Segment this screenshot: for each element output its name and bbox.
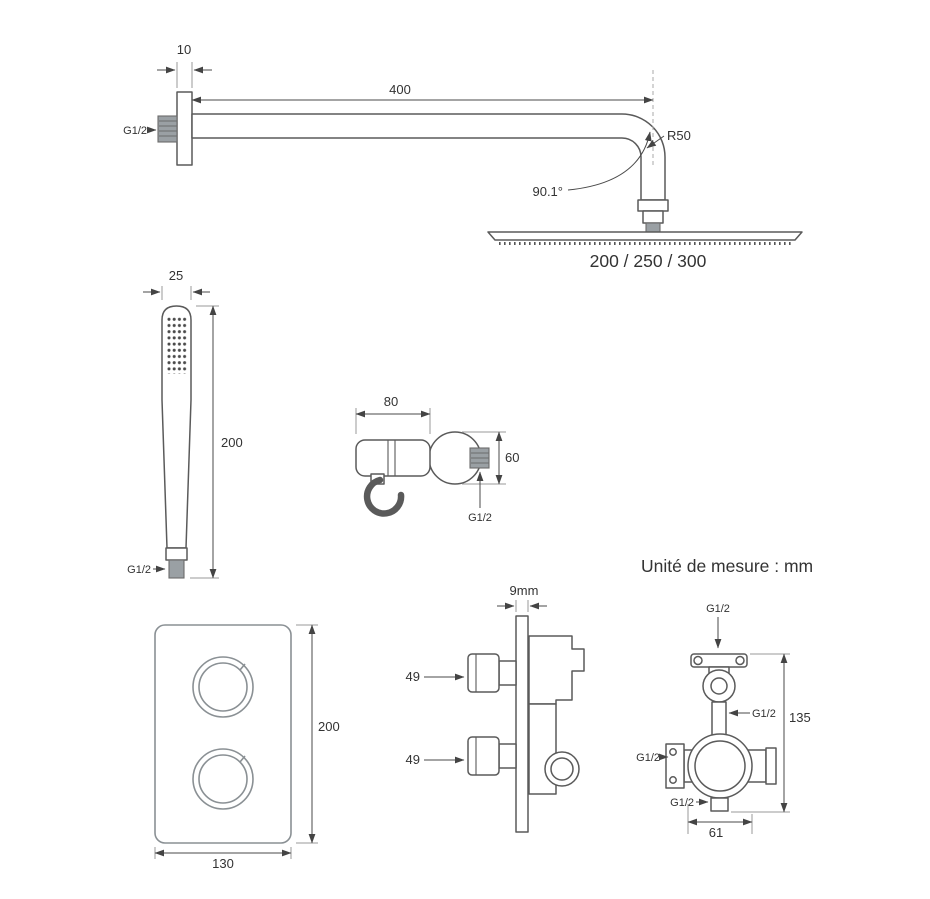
- valve-side-plate-label: 9mm: [510, 583, 539, 598]
- hand-shower-nut: [165, 547, 188, 561]
- valve-side-upper-body: [528, 635, 585, 705]
- shower-head: [487, 231, 803, 241]
- dim-valve-side-knob-bottom: 49: [406, 752, 465, 767]
- arm-length-label: 400: [389, 82, 411, 97]
- label-arm-thread: G1/2: [123, 125, 157, 137]
- wall-outlet-elbow: 80 60 G1/2: [355, 394, 519, 524]
- dim-outlet-length: 80: [355, 394, 431, 434]
- handshower-length-label: 200: [221, 435, 243, 450]
- valve-back-view: G1/2 G1/2 G1/2 G1/2: [636, 603, 811, 840]
- outlet-body: [355, 439, 431, 477]
- arm-angle-label: 90.1°: [532, 184, 563, 199]
- shower-arm-assembly: 10 G1/2 400 R50 90.1° 200 / 250 / 300: [123, 42, 803, 271]
- valve-side-view: 9mm 49 49: [406, 583, 585, 833]
- valve-back-right-label: G1/2: [752, 708, 776, 720]
- valve-faceplate: [154, 624, 292, 844]
- arm-thread-nipple: [157, 115, 178, 143]
- dim-arm-length: 400: [191, 70, 654, 165]
- unit-note: Unité de mesure : mm: [641, 556, 813, 576]
- hand-shower-spray-face: [166, 315, 187, 374]
- label-valve-back-bottom: G1/2: [670, 797, 709, 809]
- valve-side-knob-bottom-label: 49: [406, 752, 420, 767]
- label-valve-back-left: G1/2: [636, 752, 669, 764]
- dim-outlet-height: 60: [462, 431, 519, 485]
- valve-side-knob-top: [467, 653, 500, 693]
- hand-shower-thread: [168, 559, 185, 579]
- label-valve-back-top: G1/2: [706, 603, 730, 649]
- valve-front-width-label: 130: [212, 856, 234, 871]
- head-diameters-label: 200 / 250 / 300: [590, 251, 707, 271]
- valve-front-height-label: 200: [318, 719, 340, 734]
- label-outlet-thread: G1/2: [468, 471, 492, 524]
- dim-valve-front-width: 130: [154, 847, 292, 871]
- arm-radius-label: R50: [667, 128, 691, 143]
- arm-nut: [637, 199, 669, 212]
- dim-arm-angle: 90.1°: [532, 131, 652, 199]
- dim-arm-bend-radius: R50: [646, 128, 691, 149]
- arm-wall-offset-label: 10: [177, 42, 191, 57]
- handshower-diameter-label: 25: [169, 268, 183, 283]
- dim-valve-side-plate: 9mm: [497, 583, 547, 612]
- dim-valve-back-width: 61: [687, 804, 753, 840]
- valve-back-left-label: G1/2: [636, 752, 660, 764]
- dim-arm-wall-offset: 10: [157, 42, 212, 88]
- handset-holder-hook: [363, 476, 405, 517]
- dim-handshower-length: 200: [190, 305, 243, 579]
- valve-back-bottom-label: G1/2: [670, 797, 694, 809]
- outlet-height-label: 60: [505, 450, 519, 465]
- dim-valve-front-height: 200: [296, 624, 340, 844]
- outlet-thread-label: G1/2: [468, 512, 492, 524]
- dim-valve-side-knob-top: 49: [406, 669, 465, 684]
- label-handshower-thread: G1/2: [127, 564, 166, 576]
- arm-tube: [191, 113, 666, 201]
- outlet-length-label: 80: [384, 394, 398, 409]
- arm-wall-plate: [176, 91, 193, 166]
- handshower-thread-label: G1/2: [127, 564, 151, 576]
- valve-back-top-label: G1/2: [706, 603, 730, 615]
- hand-shower: 25 200 G1/2: [127, 268, 243, 579]
- arm-thread-label: G1/2: [123, 125, 147, 137]
- dim-handshower-diameter: 25: [143, 268, 210, 300]
- valve-side-plate: [515, 615, 529, 833]
- valve-back-height-label: 135: [789, 710, 811, 725]
- dim-valve-back-height: 135: [731, 653, 811, 813]
- valve-side-knob-top-label: 49: [406, 669, 420, 684]
- valve-side-knob-bottom: [467, 736, 500, 776]
- valve-back-width-label: 61: [709, 825, 723, 840]
- valve-front-view: 200 130: [154, 624, 340, 871]
- valve-back-bottom-port: [710, 797, 729, 812]
- label-valve-back-right: G1/2: [728, 708, 776, 720]
